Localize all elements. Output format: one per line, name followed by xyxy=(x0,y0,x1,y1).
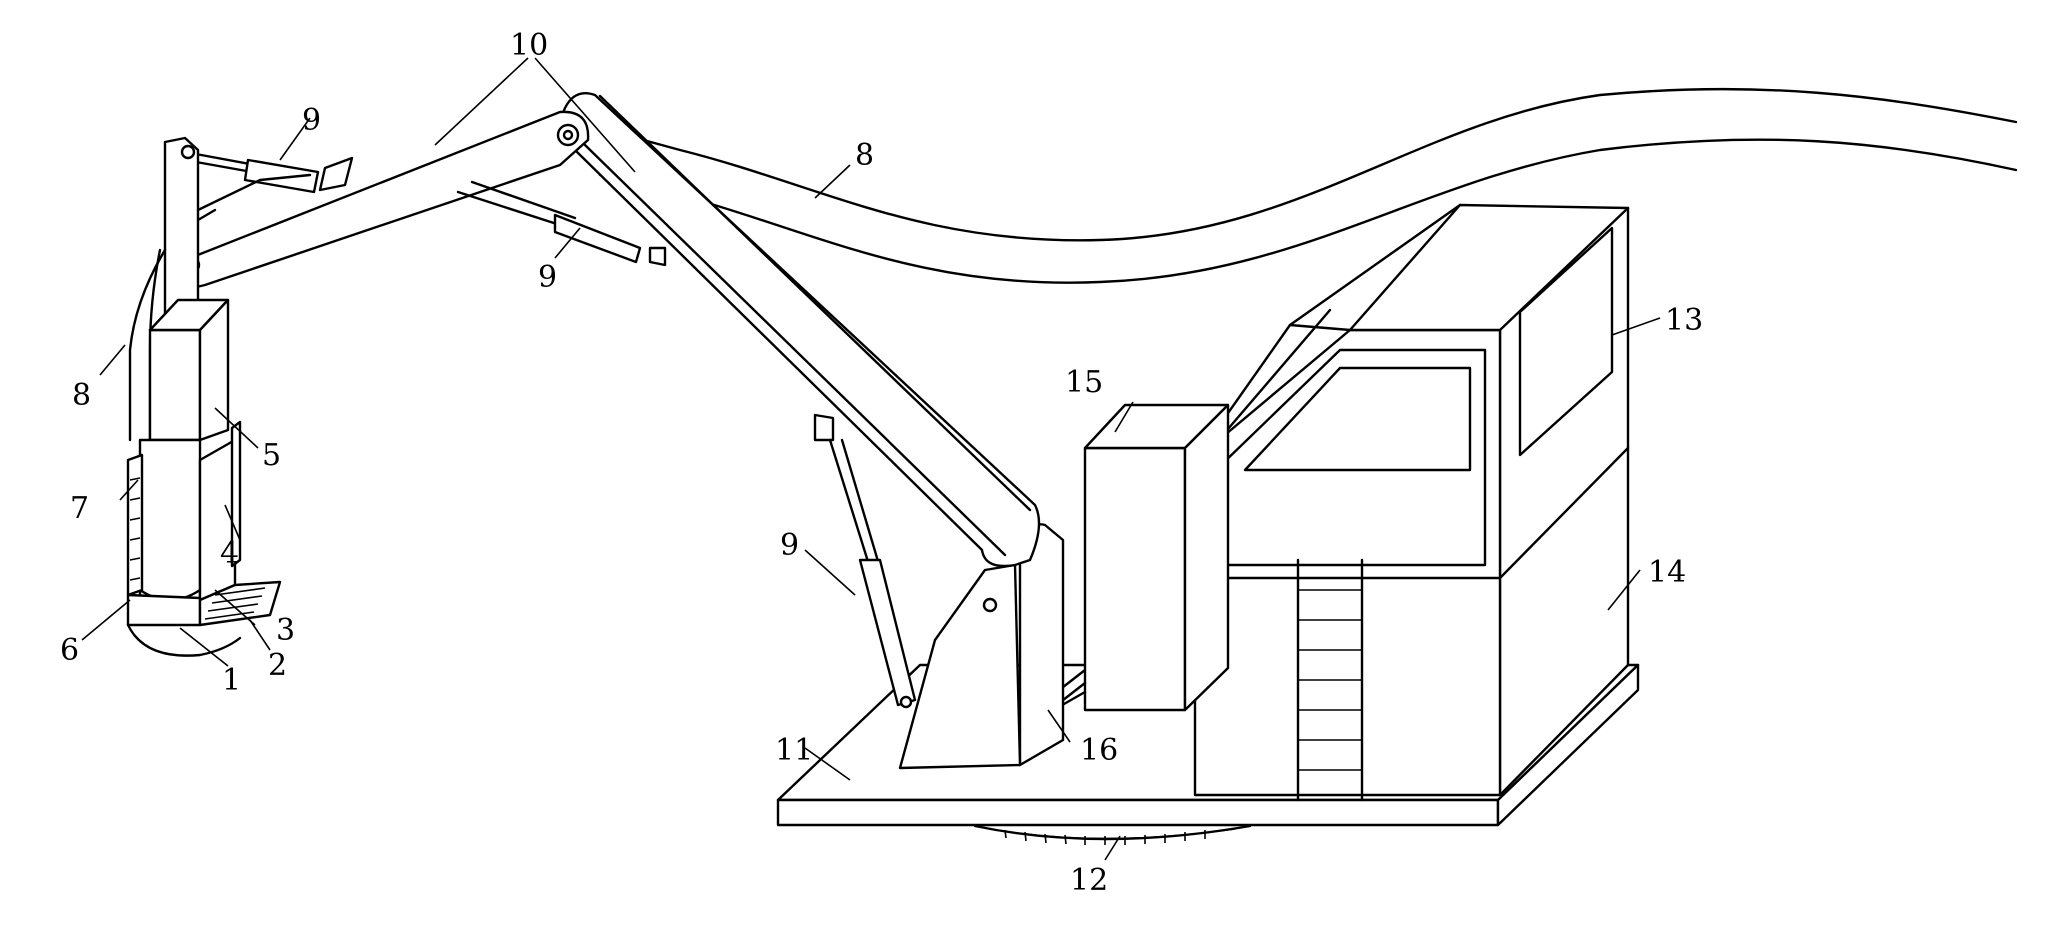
label-15: 15 xyxy=(1065,365,1103,400)
label-9-middle: 9 xyxy=(538,260,557,295)
hose-cable xyxy=(568,87,2018,284)
machine-housing xyxy=(1193,203,1630,802)
box-component xyxy=(1083,403,1230,712)
label-1: 1 xyxy=(222,663,241,698)
label-12: 12 xyxy=(1070,863,1108,898)
hydraulic-cylinders xyxy=(183,150,917,709)
label-2: 2 xyxy=(268,648,287,683)
label-8-left: 8 xyxy=(72,378,91,413)
label-16: 16 xyxy=(1080,733,1118,768)
label-3: 3 xyxy=(276,613,295,648)
label-14: 14 xyxy=(1648,555,1686,590)
label-4: 4 xyxy=(220,536,239,571)
label-11: 11 xyxy=(775,733,813,768)
reference-labels: 10 9 8 9 8 7 5 4 3 2 1 6 9 15 13 14 16 1… xyxy=(60,28,1703,898)
main-boom xyxy=(560,91,1041,568)
boom-mount xyxy=(898,523,1065,770)
label-9-top: 9 xyxy=(302,103,321,138)
label-10: 10 xyxy=(510,28,548,63)
label-6: 6 xyxy=(60,633,79,668)
stick-arm xyxy=(173,110,590,289)
leader-lines xyxy=(81,57,1661,861)
label-9-lower: 9 xyxy=(780,528,799,563)
label-5: 5 xyxy=(262,438,281,473)
cutting-head xyxy=(126,298,282,657)
label-8-top: 8 xyxy=(855,138,874,173)
slewing-ring xyxy=(973,824,1252,845)
label-7: 7 xyxy=(70,491,89,526)
label-13: 13 xyxy=(1665,303,1703,338)
